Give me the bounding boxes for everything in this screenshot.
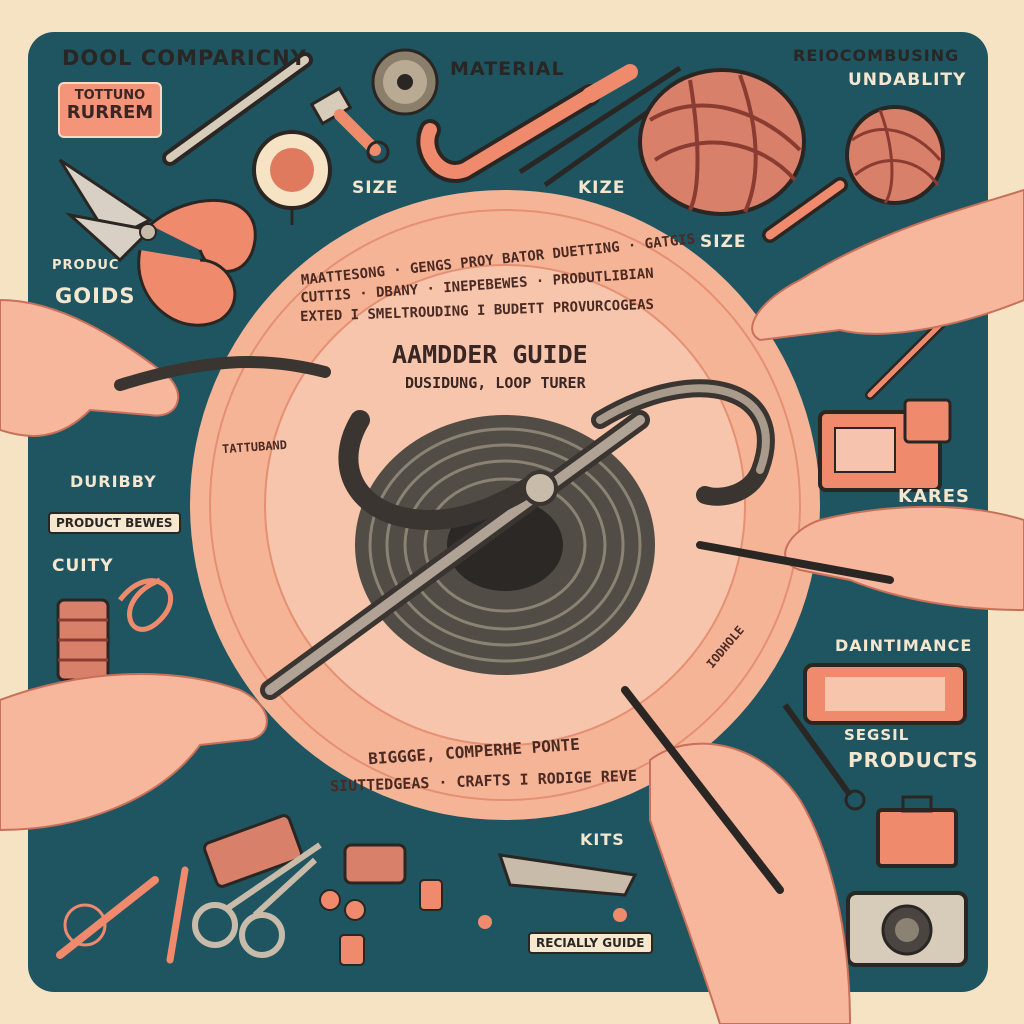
pliers-icon (58, 158, 257, 327)
label-kares: KARES (898, 486, 970, 507)
tool-case-icon (818, 398, 952, 492)
crochet-hook-icon (162, 52, 313, 166)
label-size-top: SIZE (352, 178, 399, 198)
measuring-dial-icon (252, 130, 332, 225)
label-dool-company: DOOL COMPARICNY (62, 46, 307, 70)
spool-bottom-icon (203, 814, 303, 888)
seam-ripper-icon (782, 703, 866, 811)
wire-loop-icon (118, 577, 174, 632)
guide-title: AAMDDER GUIDE (392, 340, 588, 369)
label-segsil: SEGSIL (844, 726, 910, 744)
guide-disc-inner-ring (264, 264, 746, 746)
needle-threader-icon (497, 853, 638, 897)
thread-spool-icon (371, 48, 439, 116)
label-cuity: CUITY (52, 556, 114, 576)
label-recombusing: REIOCOMBUSING (793, 46, 960, 65)
awl-icon (762, 177, 848, 243)
label-material: MATERIAL (450, 58, 565, 80)
hand-right-top-icon (751, 188, 1024, 342)
badge-line2: RURREM (66, 102, 154, 124)
label-duribby: DURIBBY (70, 472, 157, 491)
coiled-wire-icon (355, 415, 655, 675)
label-kits: KITS (580, 830, 625, 849)
small-hammer-icon (309, 86, 390, 164)
spool-small-icon (343, 843, 407, 885)
tag-product-bewes: PRODUCT BEWES (48, 512, 181, 534)
guide-subtitle: DUSIDUNG, LOOP TURER (405, 374, 586, 392)
wrench-icon (416, 64, 638, 183)
tag-recially-guide: RECIALLY GUIDE (528, 932, 653, 954)
hand-right-middle-icon (696, 505, 1024, 612)
bottom-left-hook-icon (56, 866, 189, 964)
label-products: PRODUCTS (848, 748, 979, 772)
label-daintimance: DAINTIMANCE (835, 636, 973, 655)
label-goids: GOIDS (55, 284, 136, 308)
yarn-ball-small-icon (845, 105, 945, 205)
label-produc: PRODUC (52, 258, 120, 273)
sewing-kit-box-icon (876, 795, 958, 868)
hand-left-top-icon (0, 298, 331, 437)
beads-icon (319, 879, 627, 966)
scissors-icon (192, 842, 322, 958)
label-kize: KIZE (578, 178, 626, 198)
thread-reel-icon (56, 598, 110, 682)
label-undability: UNDABLITY (848, 70, 967, 90)
ruler-icon (803, 663, 967, 725)
badge-line1: TOTTUNO (74, 88, 146, 103)
label-size-right: SIZE (700, 232, 747, 252)
hand-right-bottom-icon (621, 686, 852, 1024)
camera-icon (846, 891, 968, 967)
yarn-ball-large-icon (638, 68, 806, 216)
loop-turner-tool-icon (260, 379, 775, 700)
hand-left-bottom-icon (0, 672, 268, 832)
badge-tottuno: TOTTUNO RURREM (58, 82, 162, 138)
guide-disc-ring (209, 209, 801, 801)
